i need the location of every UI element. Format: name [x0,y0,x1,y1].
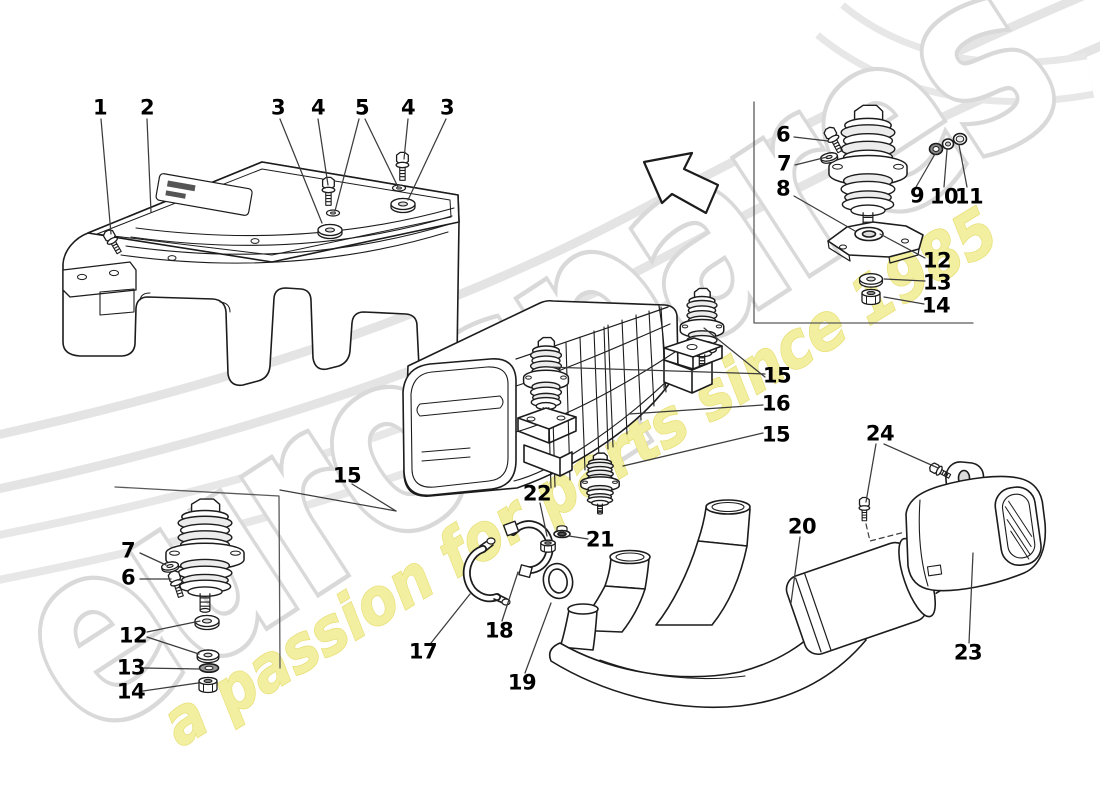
part-number-label[interactable]: 20 [787,514,817,539]
part-number-label[interactable]: 23 [953,640,983,665]
clamp-18 [504,521,550,577]
section-frame-bottom-left [115,487,280,668]
part-number-label[interactable]: 3 [270,95,286,120]
part-number-label[interactable]: 18 [484,618,514,643]
hidden-line [866,524,905,541]
nut-21 [554,526,570,538]
part-number-label[interactable]: 17 [408,639,438,664]
part-number-label[interactable]: 1 [92,95,108,120]
clamp-17 [467,538,510,605]
direction-arrow-icon [644,153,718,213]
part-number-label[interactable]: 8 [775,176,791,201]
part-number-label[interactable]: 14 [116,679,146,704]
part-number-label[interactable]: 13 [116,655,146,680]
clamps-group [467,521,576,605]
part-number-label[interactable]: 11 [954,184,984,209]
part-number-label[interactable]: 24 [865,421,895,446]
part-number-label[interactable]: 14 [921,293,951,318]
part-number-label[interactable]: 9 [909,183,925,208]
part-number-label[interactable]: 6 [120,565,136,590]
right-bracket [664,338,722,393]
leader-lines [101,119,973,691]
tailpipe-trim-drawing [858,462,1045,591]
part-number-label[interactable]: 21 [585,527,615,552]
bushings-9-10-11 [930,134,967,155]
middle-bracket [518,408,576,476]
part-number-label[interactable]: 16 [761,391,791,416]
part-number-label[interactable]: 12 [118,623,148,648]
spec-plate [155,173,252,216]
part-number-label[interactable]: 4 [310,95,326,120]
mount-detail-bottom-left [160,498,246,694]
part-number-label[interactable]: 22 [522,481,552,506]
part-number-label[interactable]: 7 [120,538,136,563]
part-number-label[interactable]: 10 [929,184,959,209]
part-number-label[interactable]: 5 [354,95,370,120]
muffler-mounts [518,287,725,515]
gasket-ring-19 [540,561,576,601]
heat-shield-drawing [63,162,459,385]
part-number-label[interactable]: 7 [776,151,792,176]
part-number-label[interactable]: 15 [761,422,791,447]
lock-washer-13 [200,664,219,672]
part-number-label[interactable]: 13 [922,270,952,295]
tailpipe-opening [993,485,1043,568]
part-number-label[interactable]: 2 [139,95,155,120]
section-frame-top-right [754,102,973,323]
part-number-label[interactable]: 19 [507,670,537,695]
part-number-label[interactable]: 15 [332,463,362,488]
part-number-label[interactable]: 3 [439,95,455,120]
part-number-label[interactable]: 6 [775,122,791,147]
mount-detail-top-right [819,104,967,306]
part-number-label[interactable]: 12 [922,248,952,273]
part-number-label[interactable]: 4 [400,95,416,120]
part-number-label[interactable]: 15 [762,363,792,388]
